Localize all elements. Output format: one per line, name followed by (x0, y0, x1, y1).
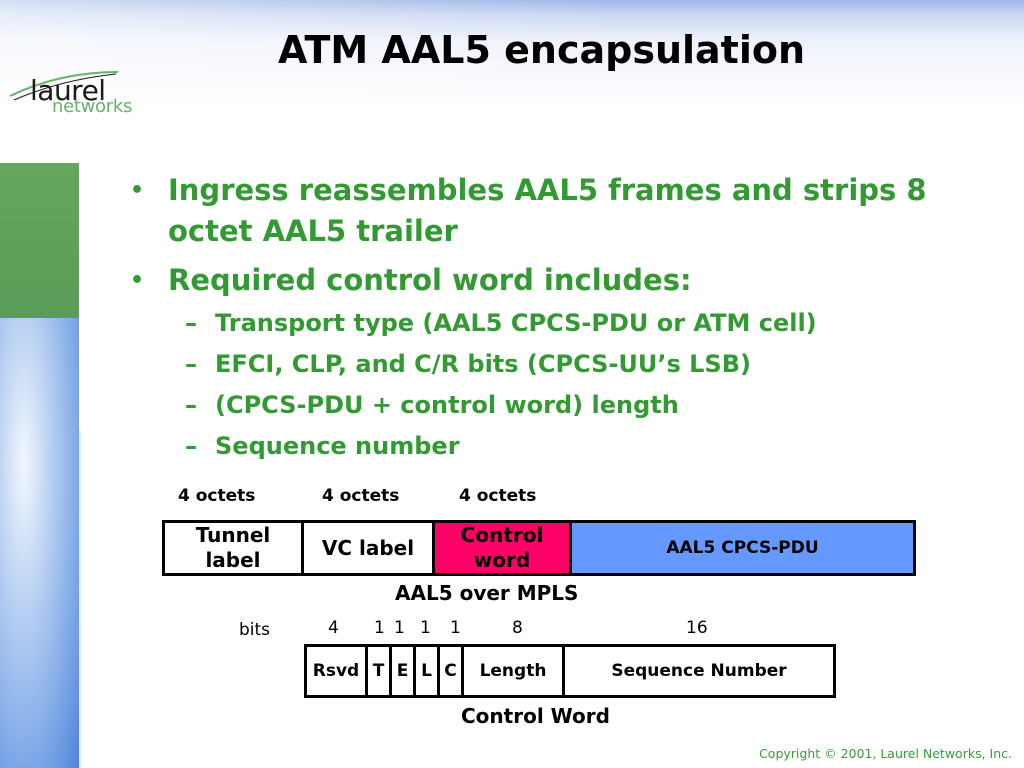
bit-count: 4 (328, 618, 339, 638)
bullet-text: Required control word includes: (168, 263, 692, 297)
mpls-caption: AAL5 over MPLS (395, 581, 579, 605)
sub-bullet-text: Sequence number (215, 432, 460, 460)
copyright-notice: Copyright © 2001, Laurel Networks, Inc. (759, 746, 1012, 761)
tunnel-label-field: Tunnel label (162, 520, 304, 576)
bit-count: 1 (420, 618, 431, 638)
sub-bullet-text: EFCI, CLP, and C/R bits (CPCS-UU’s LSB) (215, 350, 751, 378)
control-word-caption: Control Word (461, 704, 610, 728)
vc-label-field: VC label (301, 520, 435, 576)
bullet-text: Ingress reassembles AAL5 frames and stri… (168, 173, 927, 248)
mpls-frame-diagram: Tunnel label VC label Control word AAL5 … (162, 520, 916, 576)
c-bit-field: C (437, 644, 464, 698)
laurel-logo-swoosh (9, 71, 119, 101)
l-bit-field: L (413, 644, 440, 698)
control-word-diagram: Rsvd T E L C Length Sequence Number (304, 644, 836, 698)
left-decoration-blue (0, 300, 79, 768)
laurel-logo-text: laurel (30, 74, 106, 107)
header-gradient (0, 0, 1024, 105)
networks-logo-text: networks (52, 96, 133, 117)
bit-count: 16 (686, 618, 708, 638)
t-bit-field: T (365, 644, 392, 698)
sequence-number-field: Sequence Number (562, 644, 836, 698)
bullet-item: • Ingress reassembles AAL5 frames and st… (130, 170, 950, 252)
slide-title: ATM AAL5 encapsulation (278, 28, 806, 72)
control-word-field: Control word (432, 520, 572, 576)
sub-bullet-marker: – (185, 350, 197, 378)
octet-label: 4 octets (322, 486, 400, 506)
bullet-marker: • (130, 178, 145, 203)
bit-count: 1 (394, 618, 405, 638)
sub-bullet-marker: – (185, 432, 197, 460)
bit-count: 1 (450, 618, 461, 638)
left-decoration-green (0, 163, 79, 318)
sub-bullet-marker: – (185, 309, 197, 337)
bullet-item: • Required control word includes: (130, 260, 950, 301)
octet-label: 4 octets (459, 486, 537, 506)
length-field: Length (461, 644, 565, 698)
left-decoration-strip (79, 430, 81, 768)
aal5-cpcs-pdu-field: AAL5 CPCS-PDU (569, 520, 916, 576)
sub-bullet-text: Transport type (AAL5 CPCS-PDU or ATM cel… (215, 309, 817, 337)
e-bit-field: E (389, 644, 416, 698)
bits-label: bits (239, 620, 271, 640)
bit-count: 1 (374, 618, 385, 638)
octet-label: 4 octets (178, 486, 256, 506)
bullet-marker: • (130, 268, 145, 293)
bit-count: 8 (512, 618, 523, 638)
rsvd-field: Rsvd (304, 644, 368, 698)
sub-bullet-marker: – (185, 391, 197, 419)
sub-bullet-text: (CPCS-PDU + control word) length (215, 391, 679, 419)
